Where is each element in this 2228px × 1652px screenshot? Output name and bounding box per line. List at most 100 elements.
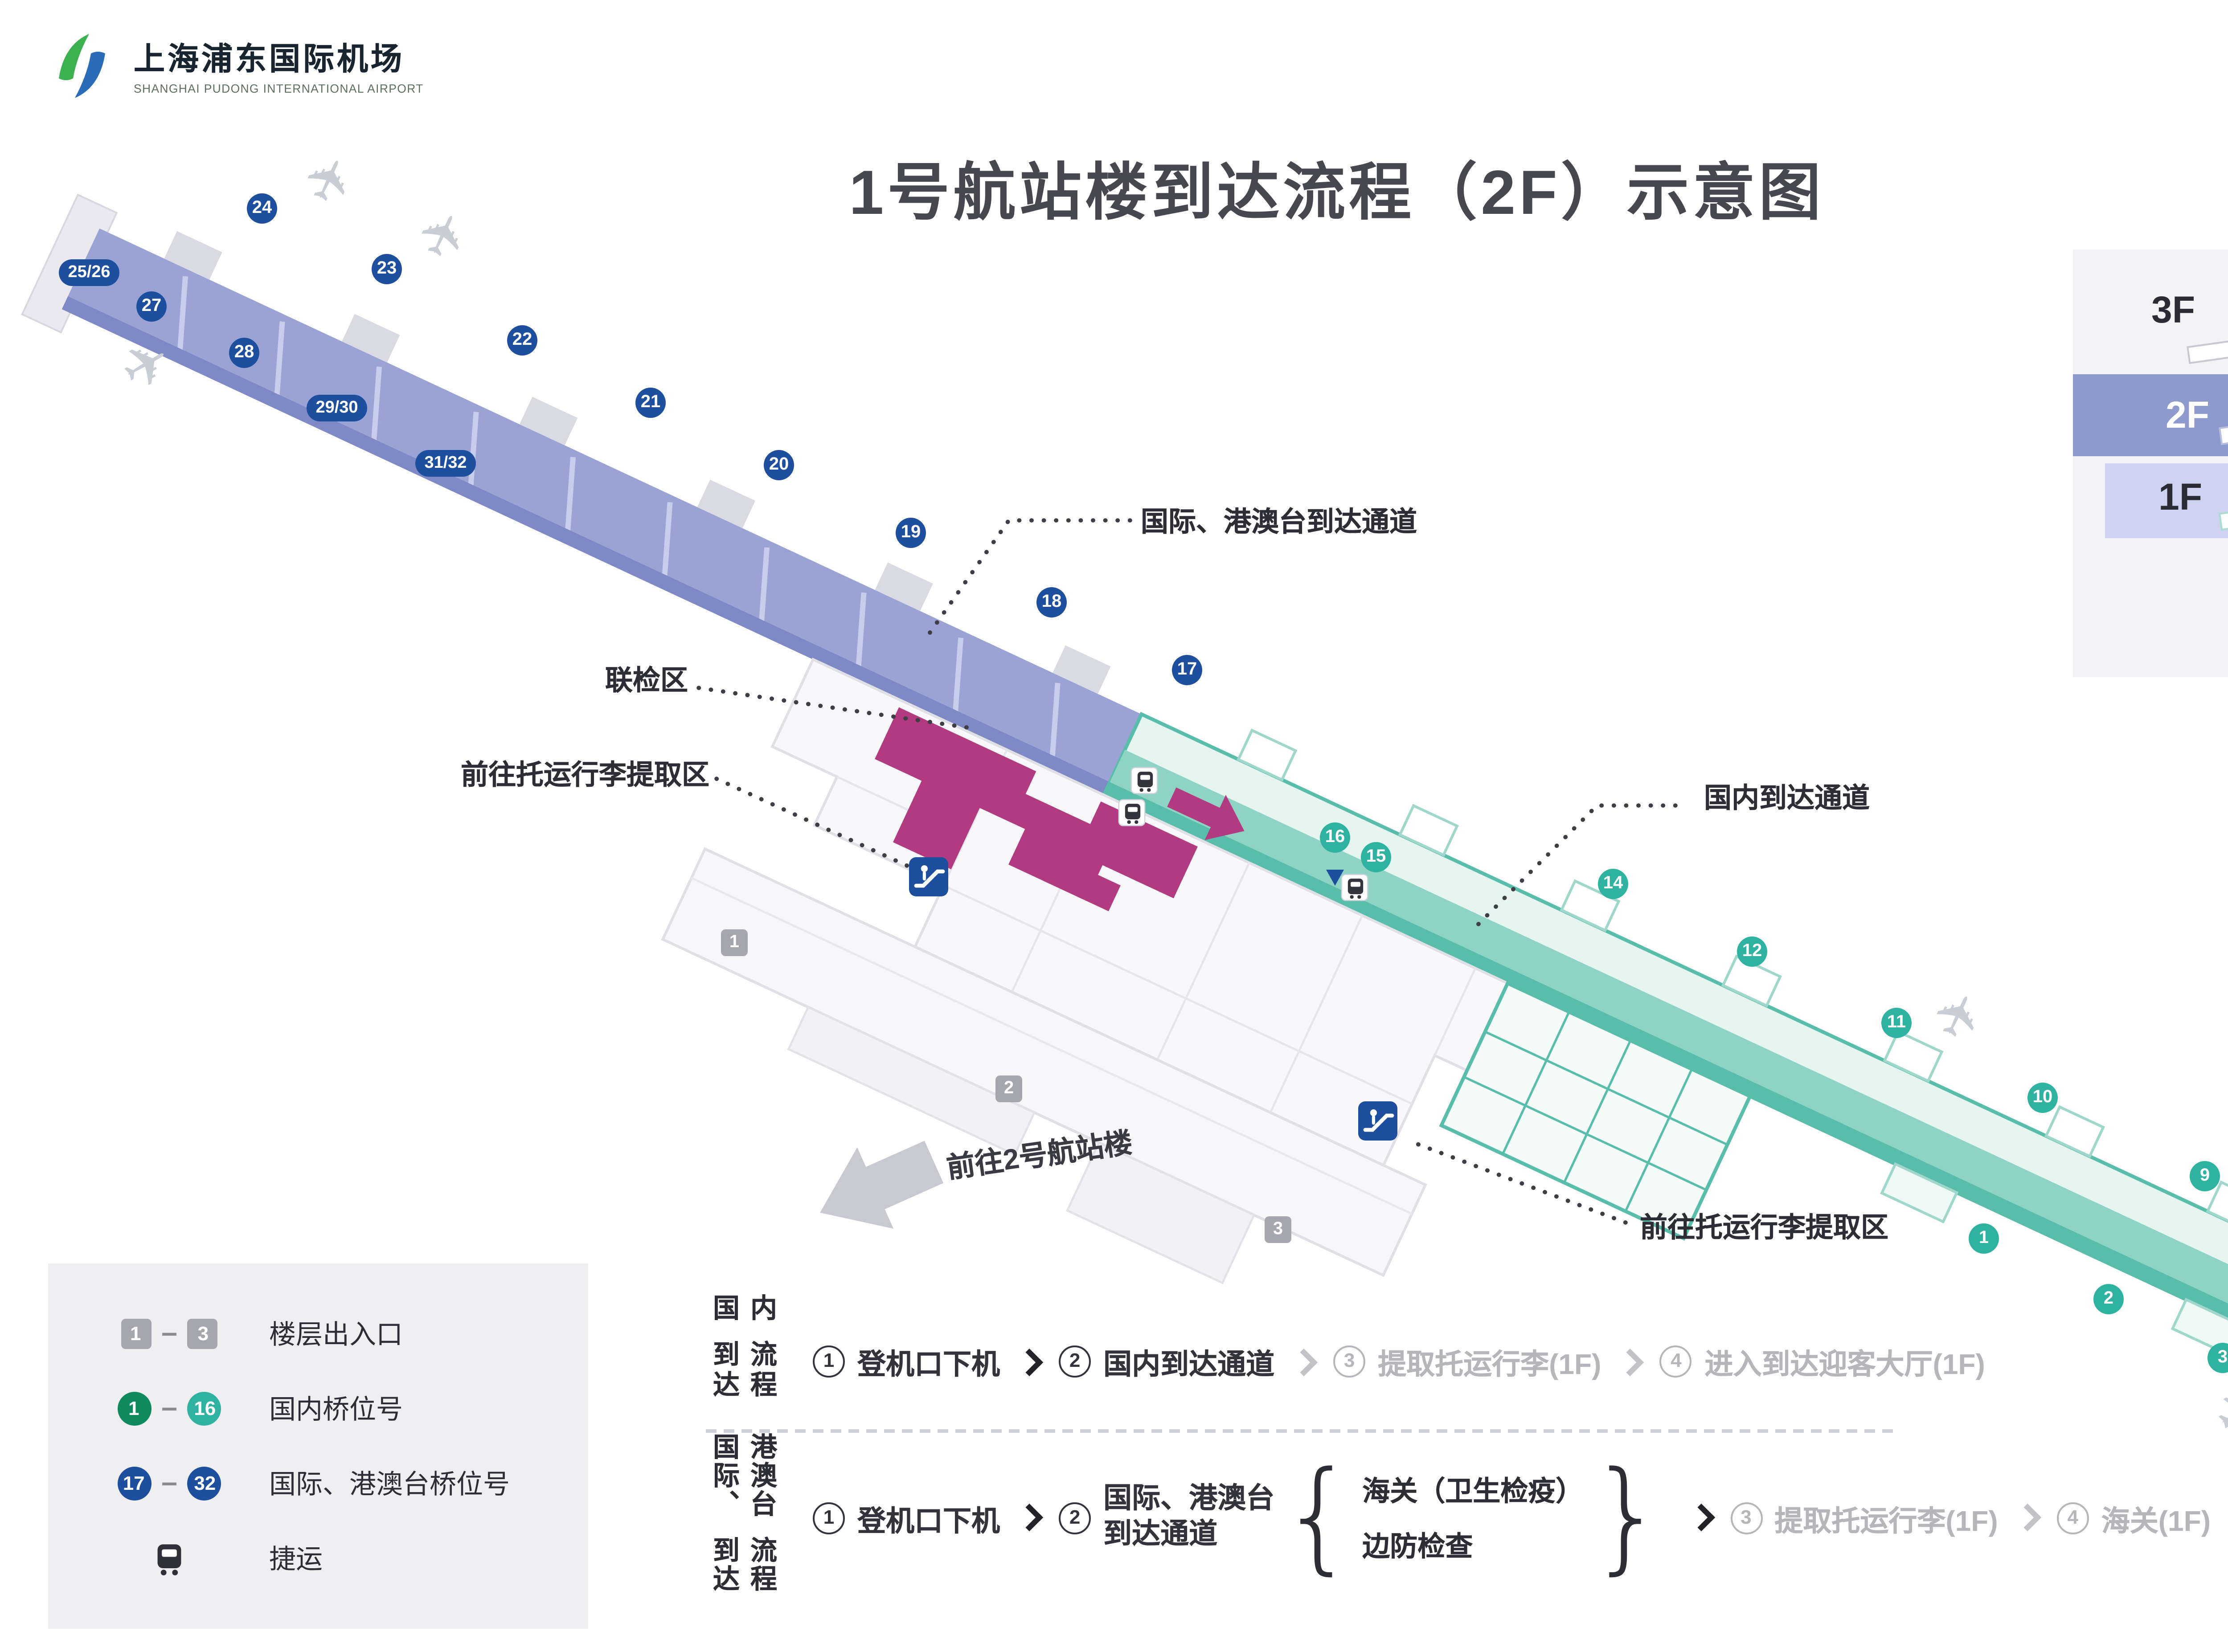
flow-title-sub: 到达流程 bbox=[709, 1536, 777, 1593]
international-flow-title: 国际、港澳台 到达流程 bbox=[706, 1433, 781, 1604]
intl-gate-17: 17 bbox=[1172, 655, 1202, 685]
inspection-exit-arrow bbox=[1167, 787, 1245, 840]
floor-entrance-2: 2 bbox=[995, 1075, 1022, 1102]
airport-logo: 上海浦东国际机场 SHANGHAI PUDONG INTERNATIONAL A… bbox=[45, 29, 424, 103]
customs-quarantine-label: 海关（卫生检疫） bbox=[1362, 1478, 1584, 1509]
intl-gate-31-32: 31/32 bbox=[415, 450, 476, 477]
chevron-icon bbox=[1617, 1347, 1645, 1376]
airplane-icon: ✈ bbox=[109, 325, 183, 405]
domestic-gate-9: 9 bbox=[2190, 1161, 2220, 1191]
flow-title-sub: 到达流程 bbox=[709, 1340, 777, 1401]
apm-train-icon bbox=[1342, 875, 1367, 900]
intl-gate-badge: 32 bbox=[188, 1467, 222, 1501]
legend-apm: 捷运 bbox=[87, 1540, 577, 1577]
chevron-icon bbox=[1015, 1347, 1044, 1376]
intl-gate-23: 23 bbox=[372, 254, 402, 284]
brace-open: { bbox=[1280, 1447, 1357, 1588]
domestic-flow-title: 国内 到达流程 bbox=[706, 1294, 781, 1429]
legend-international-gates: 17 – 32 国际、港澳台桥位号 bbox=[87, 1465, 577, 1502]
border-inspection-label: 边防检查 bbox=[1362, 1533, 1473, 1564]
airport-name: 上海浦东国际机场 bbox=[134, 41, 405, 77]
map-legend: 1 – 3 楼层出入口 1 – 16 国内桥位号 17 – 32 国际、港澳台桥… bbox=[48, 1264, 588, 1629]
floor-label-1f: 1F bbox=[2158, 478, 2203, 519]
apm-train-icon bbox=[1132, 768, 1157, 793]
intl-gate-22: 22 bbox=[507, 325, 537, 356]
flow-title-main: 国际、港澳台 bbox=[709, 1433, 777, 1518]
to-terminal2-arrow bbox=[820, 1141, 944, 1229]
map-label-joint-inspection-area: 联检区 bbox=[605, 667, 688, 697]
intl-gate-badge: 17 bbox=[117, 1467, 151, 1501]
flow-title-main: 国内 bbox=[709, 1294, 777, 1324]
domestic-gate-3: 3 bbox=[2208, 1343, 2228, 1373]
domestic-gate-14: 14 bbox=[1598, 869, 1628, 899]
domestic-gate-badge: 1 bbox=[117, 1392, 151, 1426]
intl-gate-27: 27 bbox=[136, 291, 167, 322]
concourse-group bbox=[21, 193, 2228, 1462]
chevron-icon bbox=[2226, 1504, 2228, 1533]
legend-label: 捷运 bbox=[269, 1545, 323, 1575]
international-concourse-band bbox=[61, 228, 1142, 795]
entrance-badge: 1 bbox=[120, 1319, 151, 1349]
domestic-gate-1: 1 bbox=[1969, 1223, 1999, 1254]
domestic-gate-badge: 16 bbox=[188, 1392, 222, 1426]
legend-label: 国内桥位号 bbox=[269, 1395, 403, 1426]
escalator-icon bbox=[1358, 1101, 1397, 1141]
chevron-icon bbox=[1015, 1504, 1044, 1533]
down-arrow-icon bbox=[1326, 870, 1344, 886]
map-label-to-baggage-claim-right: 前往托运行李提取区 bbox=[1640, 1214, 1889, 1244]
range-dash: – bbox=[161, 1468, 177, 1498]
floor-overview-map: 楼层分布图 3F 2F 1F bbox=[2073, 249, 2228, 677]
intl-gate-19: 19 bbox=[896, 518, 926, 548]
intl-gate-18: 18 bbox=[1036, 587, 1067, 617]
leader-lines bbox=[696, 518, 1678, 1225]
intl-gate-21: 21 bbox=[635, 388, 666, 418]
floor-label-3f: 3F bbox=[2151, 290, 2195, 331]
domestic-gate-2: 2 bbox=[2093, 1284, 2124, 1314]
chevron-icon bbox=[2013, 1504, 2041, 1533]
flow-separator bbox=[706, 1429, 1893, 1433]
legend-label: 国际、港澳台桥位号 bbox=[269, 1470, 510, 1501]
domestic-gate-16: 16 bbox=[1320, 822, 1350, 853]
legend-entrances: 1 – 3 楼层出入口 bbox=[87, 1315, 577, 1353]
inspection-items: 海关（卫生检疫） 边防检查 bbox=[1362, 1471, 1583, 1566]
intl-gate-28: 28 bbox=[229, 338, 259, 368]
domestic-arrival-rooms bbox=[1439, 981, 1753, 1241]
floor-label-2f: 2F bbox=[2166, 396, 2210, 437]
intl-gate-29-30: 29/30 bbox=[307, 395, 367, 421]
entrance-badge: 3 bbox=[188, 1319, 218, 1349]
intl-gate-24: 24 bbox=[247, 193, 277, 224]
airport-name-en: SHANGHAI PUDONG INTERNATIONAL AIRPORT bbox=[134, 84, 424, 96]
floor-overview-drawing bbox=[2073, 293, 2228, 538]
brace-close: } bbox=[1589, 1447, 1666, 1588]
legend-label: 楼层出入口 bbox=[269, 1321, 403, 1351]
domestic-gate-10: 10 bbox=[2027, 1083, 2058, 1113]
intl-gate-20: 20 bbox=[764, 450, 794, 480]
domestic-gate-11: 11 bbox=[1881, 1008, 1912, 1038]
floor-entrance-3: 3 bbox=[1265, 1216, 1291, 1243]
domestic-gate-15: 15 bbox=[1361, 842, 1391, 872]
joint-inspection-zone bbox=[875, 707, 1198, 901]
airplane-icon: ✈ bbox=[1920, 980, 1998, 1051]
map-label-domestic-arrival-corridor: 国内到达通道 bbox=[1704, 784, 1870, 814]
range-dash: – bbox=[161, 1318, 177, 1348]
intl-gate-25-26: 25/26 bbox=[59, 259, 119, 286]
apm-train-icon bbox=[1119, 800, 1144, 825]
map-label-to-baggage-claim-left: 前往托运行李提取区 bbox=[460, 761, 709, 791]
floor-entrance-1: 1 bbox=[721, 929, 748, 956]
legend-domestic-gates: 1 – 16 国内桥位号 bbox=[87, 1390, 577, 1427]
range-dash: – bbox=[161, 1393, 177, 1423]
apm-train-icon bbox=[152, 1541, 187, 1576]
page-title: 1号航站楼到达流程（2F）示意图 bbox=[849, 159, 1825, 228]
